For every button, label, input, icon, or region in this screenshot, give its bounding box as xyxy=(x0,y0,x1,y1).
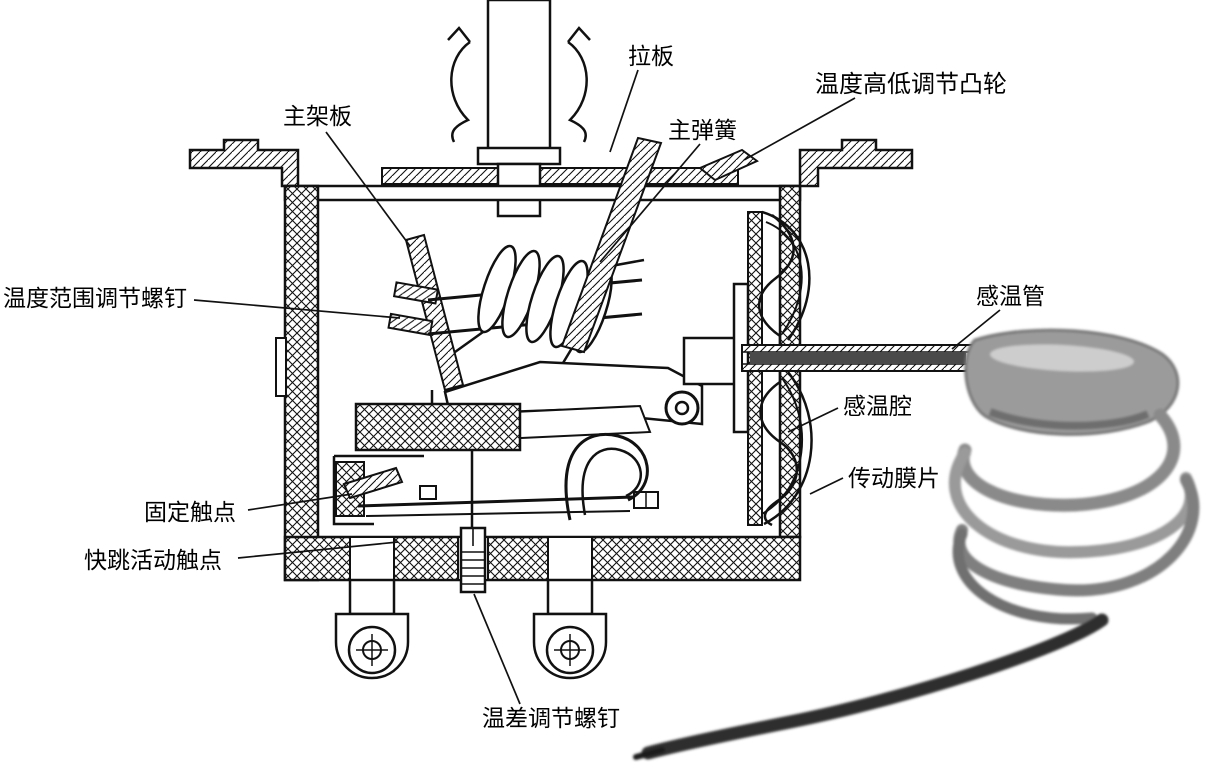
leader-quick-jump-contact xyxy=(237,541,399,559)
terminal-left xyxy=(334,578,410,680)
fixed-contact xyxy=(342,466,404,500)
contact-system xyxy=(332,433,659,526)
shaft-clip-right xyxy=(567,26,591,143)
movable-blade xyxy=(357,495,635,508)
capillary-coil-photo xyxy=(956,408,1181,512)
label-pull-plate: 拉板 xyxy=(628,44,674,70)
leader-temp-adjust-cam xyxy=(743,97,856,161)
diaphragm-membrane xyxy=(758,214,798,527)
insulator-block xyxy=(354,402,522,452)
contact-rivet xyxy=(419,485,437,500)
leader-lines xyxy=(193,69,1001,705)
label-fixed-contact: 固定触点 xyxy=(144,500,236,526)
snap-spring xyxy=(564,433,649,521)
leader-sensing-chamber xyxy=(787,407,839,433)
label-temp-range-screw: 温度范围调节螺钉 xyxy=(3,286,187,312)
housing-top-wall xyxy=(283,184,802,202)
temp-range-adjust-screws xyxy=(387,281,440,337)
leader-fixed-contact xyxy=(247,493,353,511)
mounting-plate xyxy=(381,148,759,185)
leader-main-frame-plate xyxy=(325,131,411,247)
leader-sensing-tube xyxy=(951,309,1001,350)
label-temp-diff-screw: 温差调节螺钉 xyxy=(482,706,620,732)
label-sensing-chamber: 感温腔 xyxy=(843,394,912,420)
label-quick-jump-contact: 快跳活动触点 xyxy=(84,548,222,574)
label-temp-adjust-cam: 温度高低调节凸轮 xyxy=(815,70,1007,98)
housing-left-wall xyxy=(283,184,320,582)
leader-diaphragm xyxy=(809,477,844,495)
housing-left-tab xyxy=(275,337,287,397)
chamber-casing-lower xyxy=(763,371,813,526)
capillary-photo xyxy=(633,328,1200,760)
shaft-clip-left xyxy=(447,26,471,143)
label-diaphragm: 传动膜片 xyxy=(848,466,940,492)
leader-temp-diff-screw xyxy=(473,593,521,705)
leader-pull-plate xyxy=(609,69,639,153)
piston-link-block xyxy=(682,336,738,386)
sensing-tube-part xyxy=(741,344,973,372)
leader-temp-range-screw xyxy=(193,299,401,319)
label-sensing-tube: 感温管 xyxy=(976,284,1045,310)
main-frame-plate xyxy=(404,233,465,405)
capillary-tail-photo xyxy=(641,613,1109,760)
adjust-cam-edge xyxy=(698,148,759,182)
mounting-flange-left xyxy=(188,138,300,188)
label-main-frame-plate: 主架板 xyxy=(283,104,352,130)
temp-diff-adjust-screw xyxy=(459,526,487,594)
mounting-flange-right xyxy=(798,138,914,188)
leader-main-spring xyxy=(599,143,701,263)
label-main-spring: 主弹簧 xyxy=(668,118,737,144)
terminal-right xyxy=(532,578,608,680)
